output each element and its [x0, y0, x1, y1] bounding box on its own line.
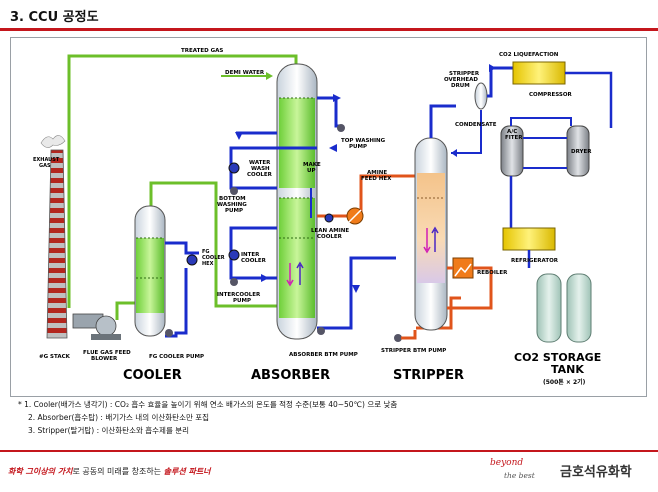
refrigerator-label: REFRIGERATOR — [511, 258, 559, 264]
slogan-highlight-1: 화학 그이상의 가치 — [8, 467, 73, 476]
cooler-title: COOLER — [123, 368, 182, 383]
condensate-label: CONDENSATE — [455, 122, 497, 128]
filter-dryer-piping — [510, 117, 572, 169]
flue-gas-line — [115, 181, 279, 320]
cooler-column — [134, 205, 166, 337]
demi-water-arrow — [266, 72, 273, 80]
absorber-btm-pump-label: ABSORBER BTM PUMP — [289, 352, 358, 358]
footer-slogan: 화학 그이상의 가치로 공동의 미래를 창조하는 솔루션 파트너 — [8, 466, 211, 477]
reboiler-label: REBOILER — [477, 270, 508, 276]
demi-water-label: DEMI WATER — [225, 70, 265, 76]
co2-storage-tank-2 — [566, 273, 592, 343]
fg-cooler-pump-label: FG COOLER PUMP — [149, 354, 204, 360]
compressor — [512, 61, 566, 85]
absorber-title: ABSORBER — [251, 368, 330, 383]
condensate-arrow — [451, 149, 457, 157]
top-washing-pump — [337, 124, 345, 132]
compressor-outlet-line — [565, 71, 613, 128]
amine-feed-hex-symbol — [348, 209, 362, 223]
reboiler-steam-loop — [447, 266, 493, 310]
page-title: 3. CCU 공정도 — [10, 10, 99, 25]
notes: * 1. Cooler(배가스 냉각기) : CO₂ 흡수 효율을 높이기 위해… — [18, 398, 397, 437]
fg-stack — [40, 135, 68, 339]
inter-cooler — [228, 249, 240, 261]
brand-logo: beyond the best 금호석유화학 — [490, 453, 650, 487]
reboiler — [452, 257, 474, 279]
stripper-overhead-drum — [474, 82, 488, 110]
condensate-line — [451, 110, 482, 154]
co2-liquefaction-arrow — [489, 64, 496, 72]
absorber-column — [276, 63, 318, 340]
title-divider — [0, 28, 658, 31]
compressor-label: COMPRESSOR — [529, 92, 573, 98]
note-cooler: * 1. Cooler(배가스 냉각기) : CO₂ 흡수 효율을 높이기 위해… — [18, 400, 398, 409]
co2-liquefaction-label: CO2 LIQUEFACTION — [499, 52, 559, 58]
dryer-label: DRYER — [571, 149, 592, 155]
treated-gas-label: TREATED GAS — [181, 48, 223, 54]
stripper-title: STRIPPER — [393, 368, 464, 383]
co2-flow-arrow-blue — [235, 94, 360, 293]
flue-gas-feed-blower — [72, 313, 121, 340]
fg-cooler-pump — [165, 329, 173, 337]
co2-liquefaction-line — [487, 66, 531, 98]
footer-divider — [0, 450, 658, 452]
stripper-btm-pump — [394, 334, 402, 342]
absorber-btm-pump — [317, 327, 325, 335]
stripper-overhead-line — [429, 104, 456, 138]
note-stripper: 3. Stripper(탈거탑) : 이산화탄소와 흡수제를 분리 — [28, 426, 190, 435]
brand-tagline-2: the best — [504, 471, 535, 480]
slogan-text: 로 공동의 미래를 창조하는 — [72, 467, 164, 476]
note-absorber: 2. Absorber(흡수탑) : 배기가스 내의 이산화탄소만 포집 — [28, 413, 210, 422]
stripper-btm-pump-label: STRIPPER BTM PUMP — [381, 348, 446, 354]
bottom-washing-pump — [230, 187, 238, 195]
storage-capacity: (500톤 × 2기) — [543, 378, 586, 386]
stripper-btm-line — [401, 330, 417, 340]
water-wash-cooler — [228, 162, 240, 174]
company-name: 금호석유화학 — [560, 465, 632, 480]
fg-stack-label: #G STACK — [39, 354, 71, 360]
fg-cooler-hex — [186, 254, 198, 266]
dryer — [566, 125, 590, 177]
lean-amine-cooler — [324, 213, 334, 223]
fg-cooler-loop — [165, 241, 199, 338]
stripper-column — [414, 137, 448, 331]
refrigerator — [502, 227, 556, 251]
slogan-highlight-2: 솔루션 파트너 — [163, 467, 211, 476]
co2-storage-tank-1 — [536, 273, 562, 343]
brand-tagline-1: beyond — [490, 458, 524, 468]
intercooler-pump — [230, 278, 238, 286]
